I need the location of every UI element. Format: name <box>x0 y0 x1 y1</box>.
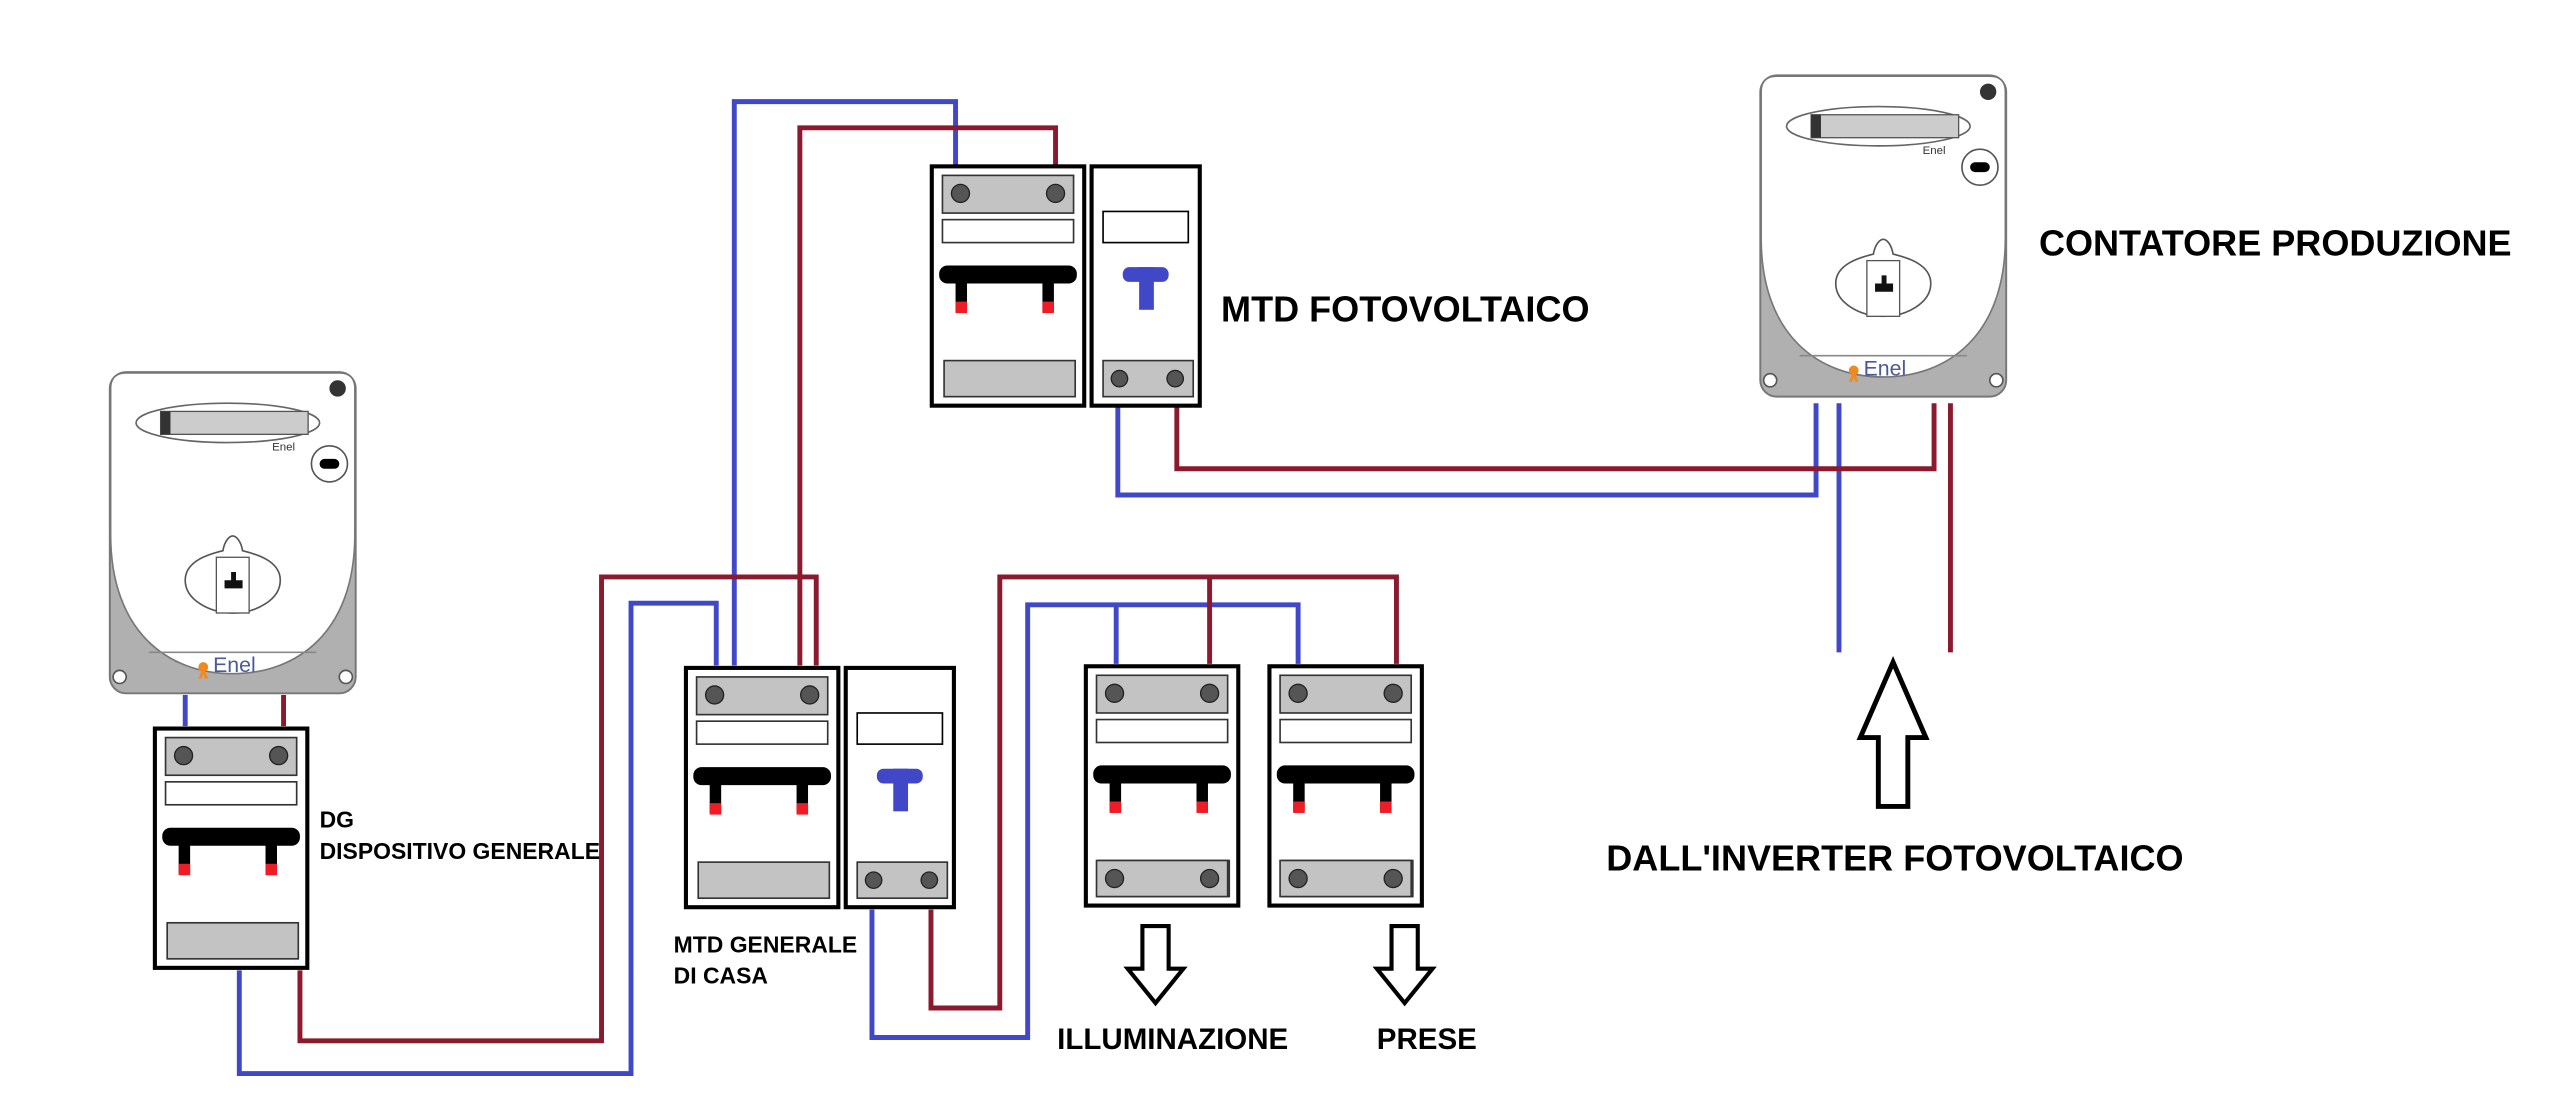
phase-wires <box>281 125 1953 1044</box>
wire-dg-to-mtd-phase <box>297 574 819 1044</box>
sockets-breaker <box>1269 666 1421 905</box>
mtd-house-label: MTD GENERALE <box>674 931 858 957</box>
wire-dg-to-mtd-neutral <box>236 600 719 1077</box>
mtd-pv-rcd <box>1092 166 1200 405</box>
meter-brand: Enel <box>213 653 256 677</box>
main-meter: Enel Enel <box>108 371 357 695</box>
meter-brand-small: Enel <box>272 442 295 454</box>
wire-house-loads-phase <box>928 574 1399 1011</box>
dg-label: DG <box>320 807 354 833</box>
wire-mtd-to-pv-neutral <box>731 99 959 666</box>
wire-pv-to-meter-phase <box>1174 403 1937 472</box>
wire-house-loads-neutral <box>869 602 1301 1040</box>
mtd-pv-breaker <box>932 166 1084 405</box>
lighting-breaker <box>1086 666 1238 905</box>
mtd-pv-label: MTD FOTOVOLTAICO <box>1221 288 1589 329</box>
neutral-wires <box>182 99 1842 1077</box>
mtd-house-breaker <box>686 668 838 907</box>
wire-pv-to-meter-neutral <box>1115 403 1819 498</box>
inverter-label: DALL'INVERTER FOTOVOLTAICO <box>1606 837 2183 878</box>
wire-mtd-to-pv-phase <box>797 125 1058 666</box>
lighting-label: ILLUMINAZIONE <box>1057 1023 1288 1056</box>
mtd-house-rcd <box>846 668 954 907</box>
meter-brand: Enel <box>1864 356 1907 380</box>
dg-description: DISPOSITIVO GENERALE <box>320 838 600 864</box>
arrow-up-icon <box>1856 656 1930 809</box>
production-meter-label: CONTATORE PRODUZIONE <box>2039 223 2512 264</box>
production-meter: Enel Enel <box>1759 74 2008 398</box>
dg-breaker <box>155 729 307 968</box>
meter-brand-small: Enel <box>1923 145 1946 157</box>
mtd-house-label-2: DI CASA <box>674 962 768 988</box>
arrow-down-icon <box>1372 924 1437 1007</box>
sockets-label: PRESE <box>1377 1023 1477 1056</box>
arrow-down-icon <box>1123 924 1188 1007</box>
